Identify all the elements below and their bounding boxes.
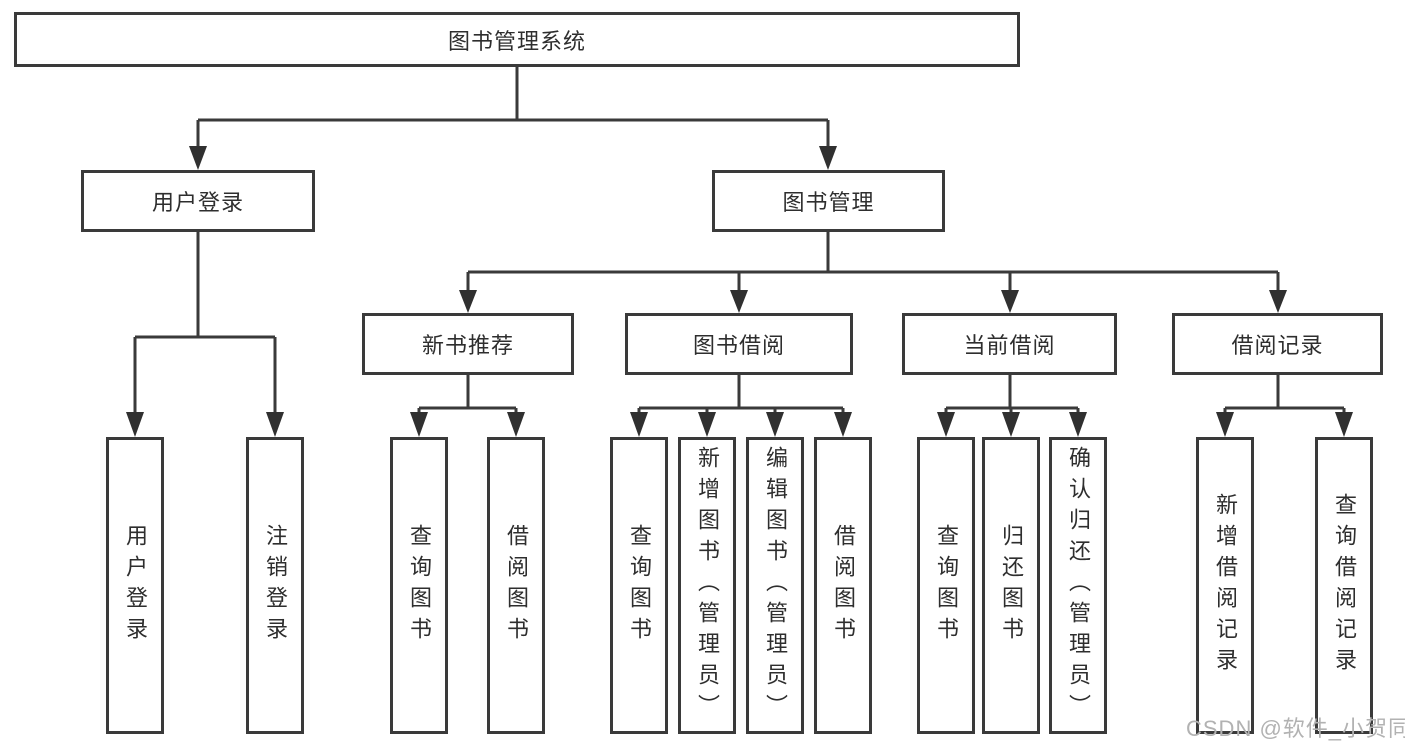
leaf-confirm-return-admin: 确认归还（管理员） xyxy=(1049,437,1107,734)
node-book-management: 图书管理 xyxy=(712,170,945,232)
node-label: 图书管理 xyxy=(782,190,875,215)
node-user-login: 用户登录 xyxy=(81,170,315,232)
leaf-label: 查询借阅记录 xyxy=(1332,492,1357,679)
node-label: 新书推荐 xyxy=(421,333,514,358)
leaf-borrow-books: 借阅图书 xyxy=(814,437,872,734)
node-current-borrowing: 当前借阅 xyxy=(902,313,1117,375)
node-label: 用户登录 xyxy=(151,190,244,215)
node-label: 图书管理系统 xyxy=(447,28,586,54)
leaf-label: 借阅图书 xyxy=(504,523,529,648)
leaf-query-books-current: 查询图书 xyxy=(917,437,975,734)
leaf-edit-book-admin: 编辑图书（管理员） xyxy=(746,437,804,734)
leaf-query-borrow-record: 查询借阅记录 xyxy=(1315,437,1373,734)
node-label: 当前借阅 xyxy=(963,333,1056,358)
leaf-label: 借阅图书 xyxy=(831,523,856,648)
leaf-label: 查询图书 xyxy=(934,523,959,648)
leaf-query-books-borrow: 查询图书 xyxy=(610,437,668,734)
leaf-borrow-books-recommend: 借阅图书 xyxy=(487,437,545,734)
leaf-logout: 注销登录 xyxy=(246,437,304,734)
leaf-label: 新增借阅记录 xyxy=(1213,492,1238,679)
leaf-label: 注销登录 xyxy=(263,523,288,648)
node-borrowing-records: 借阅记录 xyxy=(1172,313,1383,375)
node-book-borrowing: 图书借阅 xyxy=(625,313,853,375)
leaf-label: 确认归还（管理员） xyxy=(1066,446,1091,725)
leaf-label: 查询图书 xyxy=(627,523,652,648)
leaf-add-book-admin: 新增图书（管理员） xyxy=(678,437,736,734)
leaf-user-login: 用户登录 xyxy=(106,437,164,734)
leaf-label: 归还图书 xyxy=(999,523,1024,648)
node-new-book-recommendation: 新书推荐 xyxy=(362,313,574,375)
leaf-label: 新增图书（管理员） xyxy=(695,446,720,725)
leaf-label: 用户登录 xyxy=(123,523,148,648)
leaf-return-book: 归还图书 xyxy=(982,437,1040,734)
watermark: CSDN @软件_小贺同学 xyxy=(1186,716,1405,741)
leaf-query-books-recommend: 查询图书 xyxy=(390,437,448,734)
leaf-add-borrow-record: 新增借阅记录 xyxy=(1196,437,1254,734)
node-label: 图书借阅 xyxy=(692,333,785,358)
leaf-label: 查询图书 xyxy=(407,523,432,648)
leaf-label: 编辑图书（管理员） xyxy=(763,446,788,725)
node-library-management-system: 图书管理系统 xyxy=(14,12,1020,67)
node-label: 借阅记录 xyxy=(1231,333,1324,358)
